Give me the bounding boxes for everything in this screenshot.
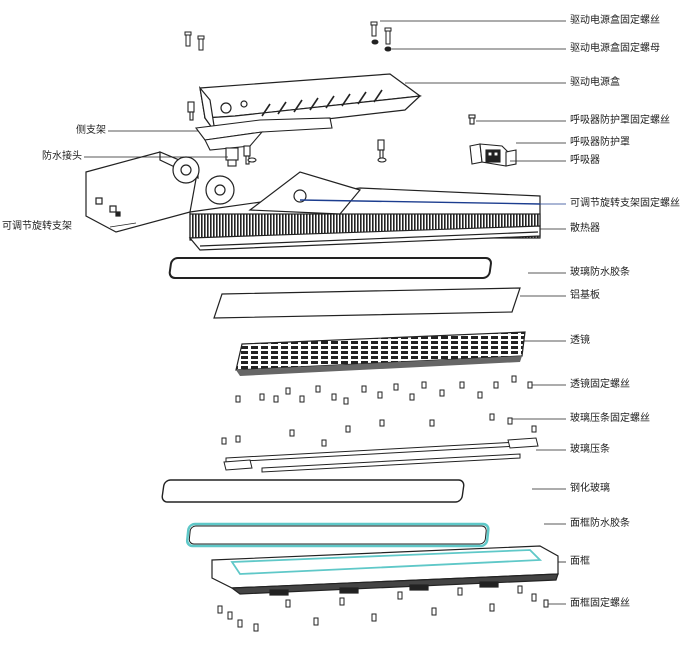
- tempered-glass: [161, 479, 465, 503]
- breather-parts: [468, 114, 517, 167]
- label-glass-gasket: 玻璃防水胶条: [570, 267, 630, 278]
- label-frame: 面框: [570, 556, 590, 567]
- label-lens: 透镜: [570, 335, 590, 346]
- aluminum-board: [213, 287, 521, 319]
- waterproof-connectors: [225, 139, 387, 167]
- label-frame-screw: 面框固定螺丝: [570, 598, 630, 609]
- label-drive-box-screw: 驱动电源盒固定螺丝: [570, 15, 660, 26]
- frame-gasket: [185, 522, 490, 548]
- label-frame-gasket: 面框防水胶条: [570, 518, 630, 529]
- label-breather-cover-screw: 呼吸器防护罩固定螺丝: [570, 115, 670, 126]
- heatsink: [188, 171, 541, 251]
- adjustable-bracket: [85, 151, 235, 233]
- label-aluminum-board: 铝基板: [570, 290, 600, 301]
- glass-strips: [223, 437, 539, 473]
- label-heatsink: 散热器: [570, 223, 600, 234]
- frame-screws: [217, 585, 549, 632]
- frame: [211, 545, 559, 596]
- small-screws: [221, 375, 537, 447]
- label-lens-screw: 透镜固定螺丝: [570, 379, 630, 390]
- label-side-bracket: 侧支架: [76, 125, 106, 136]
- label-breather-cover: 呼吸器防护罩: [570, 137, 630, 148]
- label-breather: 呼吸器: [570, 155, 600, 166]
- label-adjustable-bracket-screw: 可调节旋转支架固定螺丝: [570, 198, 680, 209]
- label-adjustable-bracket: 可调节旋转支架: [2, 221, 72, 232]
- glass-gasket: [168, 257, 492, 279]
- label-waterproof-connector: 防水接头: [42, 151, 82, 162]
- callout-lines: [84, 20, 566, 605]
- label-drive-box-nut: 驱动电源盒固定螺母: [570, 43, 660, 54]
- label-tempered-glass: 钢化玻璃: [570, 483, 610, 494]
- drive-box-screws: [184, 21, 392, 52]
- lens: [235, 331, 526, 376]
- label-glass-strip-screw: 玻璃压条固定螺丝: [570, 413, 650, 424]
- label-drive-box: 驱动电源盒: [570, 77, 620, 88]
- label-glass-strip: 玻璃压条: [570, 444, 610, 455]
